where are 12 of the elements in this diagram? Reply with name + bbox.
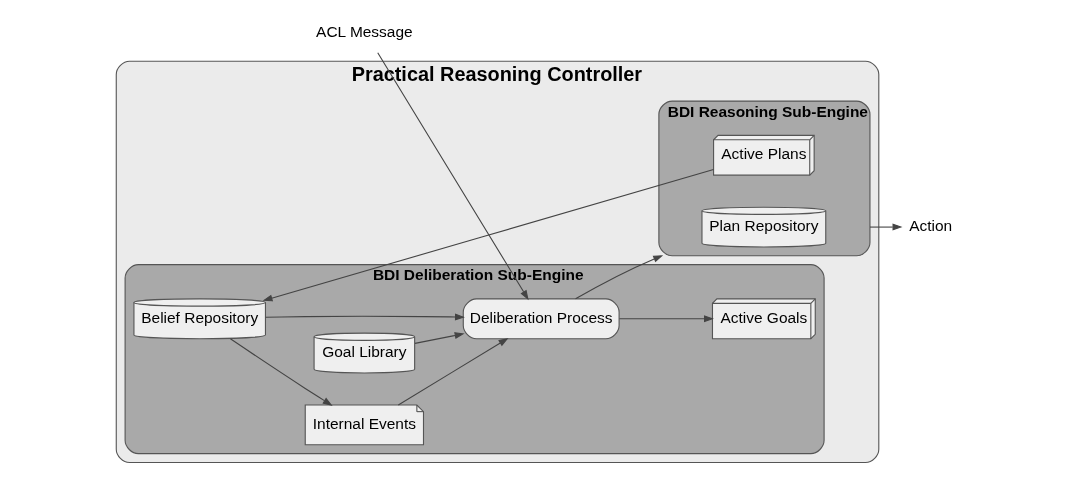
node-text: ACL Message [316,22,413,40]
node-text: Action [909,217,953,235]
arrow [262,169,715,302]
arrow [869,223,903,231]
arrow [618,315,714,323]
arrow [229,338,333,406]
arrow [377,52,529,301]
arrow [414,332,465,344]
arrow [575,255,664,300]
arrow [397,337,509,406]
arrow [265,313,465,321]
node-box: Deliberation Process [462,298,620,340]
